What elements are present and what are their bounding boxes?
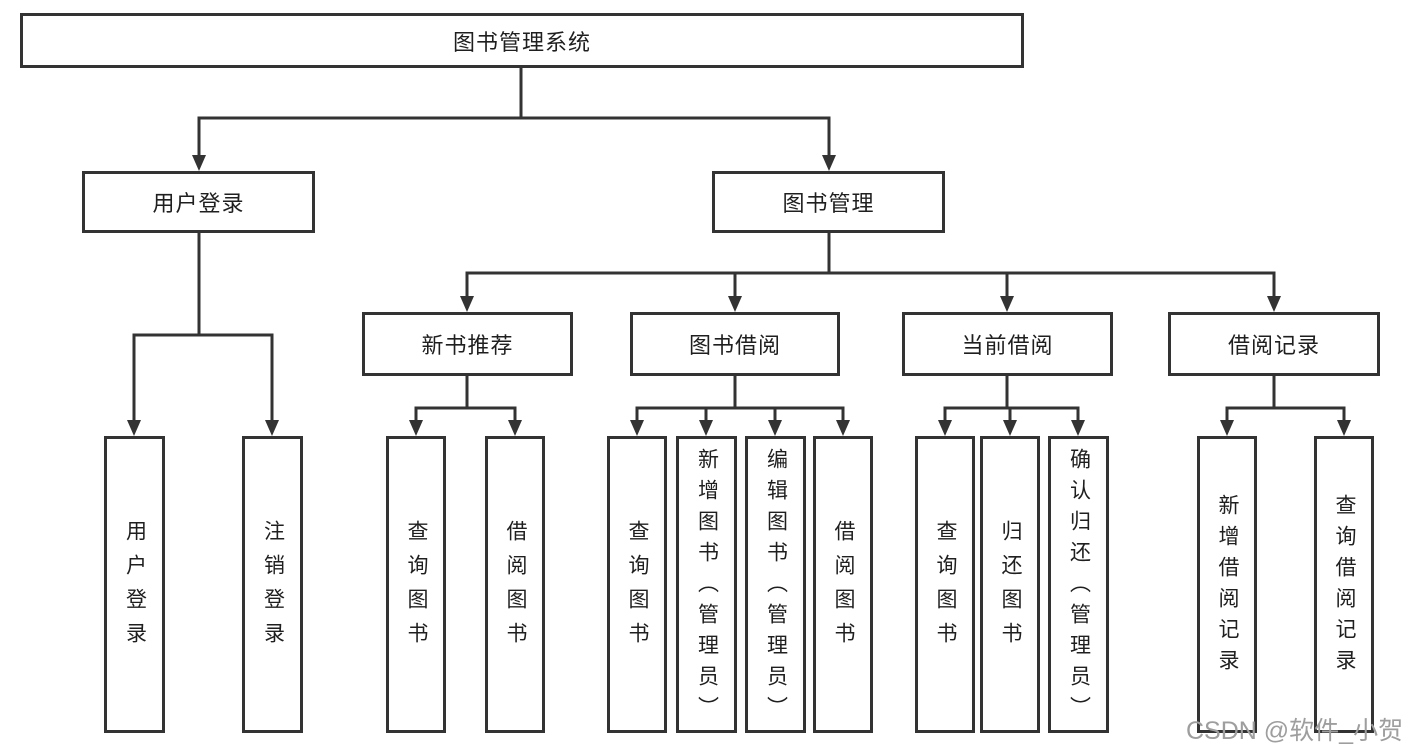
node-leaf-query-book-recommend: 查询图书 xyxy=(386,436,446,733)
node-leaf-confirm-return-admin: 确认归还（管理员） xyxy=(1048,436,1109,733)
node-borrow-record: 借阅记录 xyxy=(1168,312,1380,376)
node-book-management: 图书管理 xyxy=(712,171,945,233)
connector-user-login-to-leaves xyxy=(127,233,279,436)
node-leaf-query-borrow-record: 查询借阅记录 xyxy=(1314,436,1374,733)
node-new-book-recommend: 新书推荐 xyxy=(362,312,573,376)
connector-book-management-to-level3 xyxy=(460,233,1281,312)
node-leaf-logout: 注销登录 xyxy=(242,436,303,733)
node-leaf-add-book-admin: 新增图书（管理员） xyxy=(676,436,737,733)
node-current-borrow: 当前借阅 xyxy=(902,312,1113,376)
node-book-borrow: 图书借阅 xyxy=(630,312,840,376)
connector-current-borrow-to-leaves xyxy=(938,376,1085,436)
csdn-watermark: CSDN @软件_小贺同学 xyxy=(1186,717,1405,745)
node-leaf-return-book: 归还图书 xyxy=(980,436,1040,733)
node-user-login: 用户登录 xyxy=(82,171,315,233)
connector-root-to-level2 xyxy=(192,68,836,171)
connector-new-book-recommend-to-leaves xyxy=(409,376,522,436)
connector-borrow-record-to-leaves xyxy=(1220,376,1351,436)
node-leaf-user-login: 用户登录 xyxy=(104,436,165,733)
node-leaf-query-book-borrow: 查询图书 xyxy=(607,436,667,733)
node-leaf-query-book-current: 查询图书 xyxy=(915,436,975,733)
connector-book-borrow-to-leaves xyxy=(630,376,850,436)
node-leaf-borrow-book-recommend: 借阅图书 xyxy=(485,436,545,733)
node-leaf-add-borrow-record: 新增借阅记录 xyxy=(1197,436,1257,733)
node-root: 图书管理系统 xyxy=(20,13,1024,68)
node-leaf-borrow-book: 借阅图书 xyxy=(813,436,873,733)
node-leaf-edit-book-admin: 编辑图书（管理员） xyxy=(745,436,806,733)
